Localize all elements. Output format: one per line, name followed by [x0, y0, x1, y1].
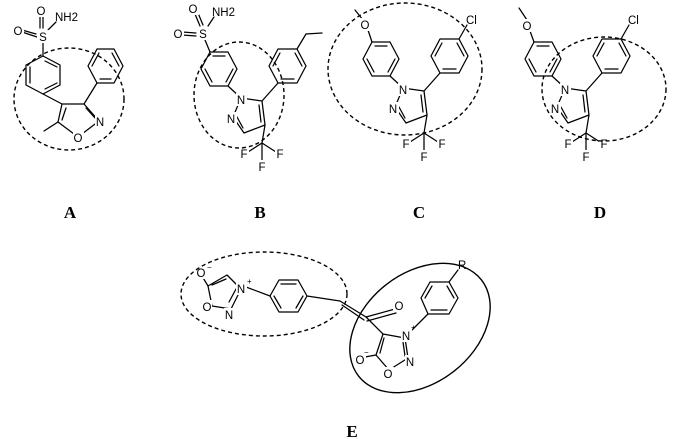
compound-a-bonds: [21, 14, 124, 138]
caption-c: C: [413, 203, 425, 222]
fluorine-atom: F: [600, 139, 607, 151]
compound-b-bonds: [181, 12, 323, 162]
oxygen-atom: O: [523, 21, 532, 33]
compound-e-atoms: O − N + O N O R N + O − O N: [196, 260, 466, 381]
nitrogen-atom: N: [225, 310, 233, 322]
compound-d-atoms: O Cl N N F F F: [522, 15, 639, 164]
highlight-ellipse: [327, 2, 483, 136]
caption-a: A: [64, 203, 77, 222]
chlorine-atom: Cl: [628, 15, 639, 27]
highlight-ellipse: [193, 41, 285, 149]
compound-c: O Cl N N F F F: [327, 2, 483, 164]
caption-e: E: [346, 422, 357, 439]
compound-a-atoms: S O O NH2 N O: [13, 4, 106, 145]
compound-b-atoms: S O O NH2 N N F F F: [173, 2, 285, 174]
fluorine-atom: F: [402, 139, 409, 151]
nitrogen-atom: N: [402, 331, 410, 343]
nitrogen-atom: N: [237, 284, 245, 296]
nitrogen-atom: N: [551, 104, 559, 116]
oxygen-atom: O: [203, 302, 212, 314]
highlight-ellipse: [541, 36, 667, 142]
nitrogen-atom: N: [96, 117, 104, 129]
sulfur-atom: S: [39, 32, 47, 44]
fluorine-atom: F: [276, 149, 283, 161]
highlight-ellipse: [180, 251, 348, 337]
oxygen-atom: O: [395, 301, 404, 313]
fluorine-atom: F: [258, 162, 265, 174]
oxygen-atom: O: [174, 29, 183, 41]
oxygen-atom: O: [74, 133, 83, 145]
fluorine-atom: F: [420, 152, 427, 164]
negative-charge: −: [207, 263, 212, 272]
nitrogen-atom: N: [389, 104, 397, 116]
nitrogen-atom: N: [561, 85, 569, 97]
highlight-ellipse: [13, 47, 125, 151]
oxygen-atom: O: [37, 6, 46, 18]
caption-b: B: [254, 203, 265, 222]
fluorine-atom: F: [564, 139, 571, 151]
chlorine-atom: Cl: [466, 15, 477, 27]
compound-c-atoms: O Cl N N F F F: [360, 15, 477, 164]
fluorine-atom: F: [438, 139, 445, 151]
oxygen-atom: O: [356, 355, 365, 367]
compound-c-bonds: [354, 9, 469, 152]
amine-group: NH2: [212, 7, 235, 19]
highlight-ellipse: [349, 262, 491, 394]
oxygen-atom: O: [384, 369, 393, 381]
compound-b: S O O NH2 N N F F F: [173, 2, 323, 174]
nitrogen-atom: N: [399, 85, 407, 97]
compound-e: O − N + O N O R N + O − O N: [180, 251, 491, 394]
positive-charge: +: [247, 277, 252, 286]
oxygen-atom: O: [14, 26, 23, 38]
sulfur-atom: S: [199, 29, 207, 41]
negative-charge: −: [364, 348, 369, 357]
compound-a: S O O NH2 N O: [13, 4, 125, 151]
nitrogen-atom: N: [237, 95, 245, 107]
compound-d: O Cl N N F F F: [518, 7, 667, 164]
amine-group: NH2: [55, 12, 78, 24]
nitrogen-atom: N: [406, 357, 414, 369]
oxygen-atom: O: [189, 4, 198, 16]
oxygen-atom: O: [361, 20, 370, 32]
oxygen-atom: O: [197, 268, 206, 280]
compound-d-bonds: [518, 7, 631, 152]
positive-charge: +: [411, 323, 416, 332]
caption-d: D: [594, 203, 606, 222]
nitrogen-atom: N: [227, 114, 235, 126]
fluorine-atom: F: [240, 149, 247, 161]
fluorine-atom: F: [582, 152, 589, 164]
